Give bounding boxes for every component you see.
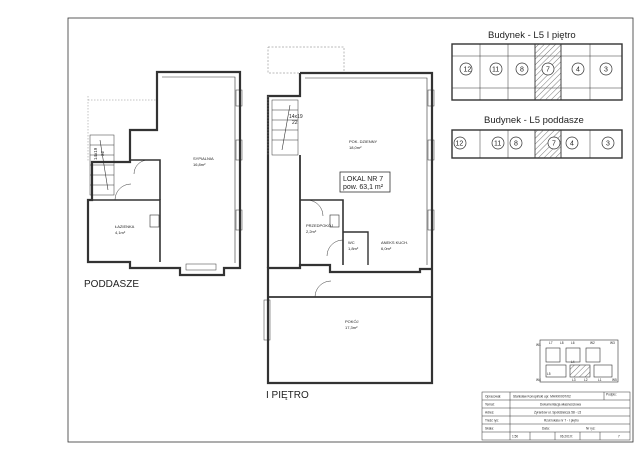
site-label: L8 [560, 341, 564, 345]
attic-room-name-1: ŁAZIENKA [115, 224, 135, 229]
scale-value: 1:50 [512, 435, 518, 439]
unit-marker [509, 136, 523, 150]
floor-stair-label: 14x19 [289, 114, 303, 120]
site-label: L6 [571, 341, 575, 345]
site-label: L7 [549, 341, 553, 345]
site-mini-map [539, 339, 619, 383]
unit-marker [453, 136, 467, 150]
unit-number: 7 [546, 67, 550, 74]
unit-marker [571, 62, 585, 76]
floor-room-name-2: WC [348, 240, 355, 245]
address-value: Żyrardów ul. Spółdzielcza 58 - L5 [534, 410, 581, 415]
keyplan-attic-unit-markers: 12 11 8 7 4 3 [453, 136, 615, 150]
apartment-label-box [339, 171, 391, 193]
unit-number: 12 [456, 141, 464, 148]
attic-plan-title: PODDASZE [84, 279, 139, 290]
content-value: Rzut lokalu nr 7 - I piętro [544, 419, 579, 423]
unit-marker [565, 136, 579, 150]
unit-marker [515, 62, 529, 76]
keyplan-attic [451, 129, 623, 159]
unit-marker [547, 136, 561, 150]
site-label: L1 [598, 378, 602, 382]
floor-stair-count: 22 [292, 120, 298, 126]
unit-marker [459, 62, 473, 76]
site-label: W2 [590, 341, 595, 345]
unit-number: 4 [570, 141, 574, 148]
floor-room-area-2: 1,8m² [348, 246, 359, 251]
designer-value: Stanisław Konopiński upr. MA/KK/007/02 [513, 395, 571, 399]
site-label: L4 [571, 360, 575, 364]
site-label: W1 [536, 343, 541, 347]
floor-room-name-1: PRZEDPOKÓJ [306, 223, 333, 228]
unit-number: 3 [604, 67, 608, 74]
attic-stair-count: 22 [100, 150, 105, 156]
content-label: Treść rys: [485, 419, 499, 423]
unit-marker [489, 62, 503, 76]
subject-label: Temat: [485, 403, 495, 407]
floor-room-area-0: 18,0m² [349, 145, 362, 150]
unit-number: 12 [464, 67, 472, 74]
scale-label: Skala: [485, 427, 494, 431]
subject-value: Dokumentacja własnościowa [540, 403, 581, 407]
attic-room-area-1: 4,1m² [115, 230, 126, 235]
apartment-number: LOKAL NR 7 [343, 176, 383, 183]
date-value: 06.2017r. [560, 435, 574, 439]
unit-number: 8 [514, 141, 518, 148]
attic-stair-icon [89, 134, 115, 196]
unit-number: 4 [576, 67, 580, 74]
address-label: Adres: [485, 411, 494, 415]
unit-number: 11 [494, 141, 501, 148]
signature-label: Podpis: [606, 393, 617, 397]
attic-plan [86, 70, 243, 277]
date-label: Data: [542, 427, 550, 431]
site-label: L2 [584, 378, 588, 382]
floor-room-name-0: POK. DZIENNY [349, 139, 378, 144]
site-label: W5 [612, 378, 617, 382]
sheet-number-value: 7 [618, 435, 620, 439]
floor-stair-icon [271, 99, 299, 156]
floor-room-area-4: 17,3m² [345, 325, 358, 330]
designer-label: Opracował: [485, 395, 501, 399]
unit-marker [601, 136, 615, 150]
floor-room-area-3: 6,0m² [381, 246, 392, 251]
attic-room-name-0: SYPIALNIA [193, 156, 214, 161]
floor-room-area-1: 2,2m² [306, 229, 317, 234]
unit-marker [541, 62, 555, 76]
site-label: L5 [547, 372, 551, 376]
keyplan-floor [451, 43, 623, 101]
unit-marker [491, 136, 505, 150]
floor-plan-title: I PIĘTRO [266, 390, 309, 401]
floor-room-name-4: POKÓJ [345, 319, 359, 324]
unit-number: 7 [552, 141, 556, 148]
title-block-text: Opracował: Stanisław Konopiński upr. MA/… [485, 393, 620, 439]
site-label: W3 [610, 341, 615, 345]
floor-room-name-3: ANEKS KUCH. [381, 240, 408, 245]
unit-number: 3 [606, 141, 610, 148]
title-block [481, 391, 631, 441]
keyplan-floor-unit-markers: 12 11 8 7 4 3 [459, 62, 613, 76]
attic-stair-label: 14x19 [93, 147, 98, 160]
sheet-frame [67, 17, 634, 443]
unit-marker [599, 62, 613, 76]
floor-plan [263, 46, 435, 385]
keyplan-floor-title: Budynek - L5 I piętro [488, 30, 576, 41]
site-label: L3 [572, 378, 576, 382]
sheet-number-label: Nr rys: [586, 427, 595, 431]
unit-number: 11 [492, 67, 499, 74]
apartment-area: pow. 63,1 m² [343, 184, 384, 191]
attic-room-area-0: 16,8m² [193, 162, 206, 167]
keyplan-attic-title: Budynek - L5 poddasze [484, 115, 584, 126]
unit-number: 8 [520, 67, 524, 74]
site-mini-map-labels: W1 L7 L8 L6 W2 W3 L4 L5 L3 L2 L1 W4 W5 [536, 341, 617, 382]
site-label: W4 [536, 378, 541, 382]
